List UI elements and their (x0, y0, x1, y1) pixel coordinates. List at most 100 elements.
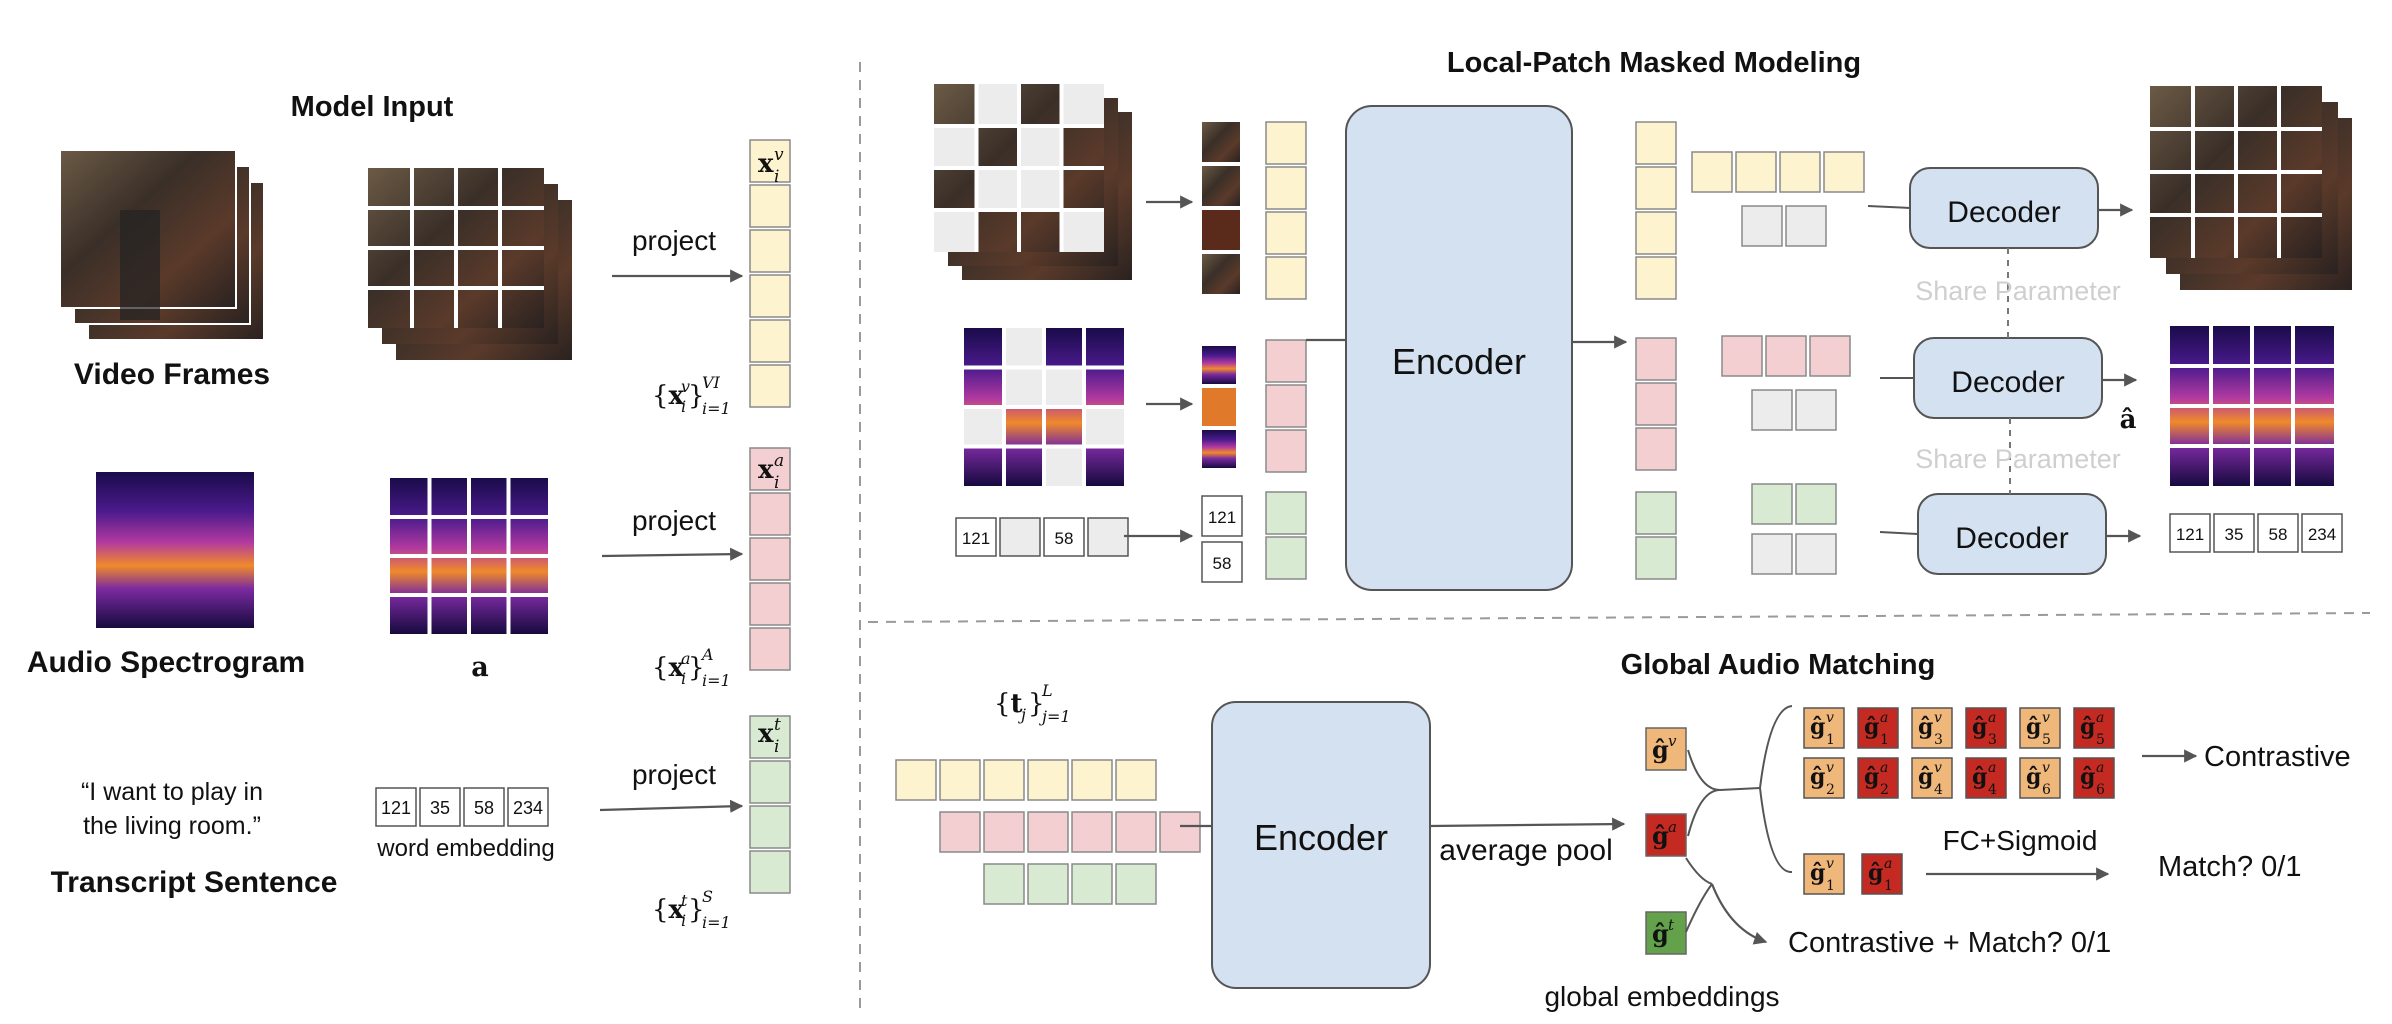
encoder-input-columns (1265, 121, 1307, 580)
enc-in-video-3 (1265, 211, 1307, 255)
global-video-token-3 (983, 759, 1025, 801)
text-token-2 (749, 760, 791, 804)
enc-out-text-1 (1635, 491, 1677, 535)
svg-text:ĝ: ĝ (1918, 764, 1933, 790)
decoder-audio: Decoder (1913, 337, 2103, 419)
audio-spectrogram-label: Audio Spectrogram (27, 646, 305, 679)
svg-text:i: i (681, 397, 686, 416)
svg-text:i=1: i=1 (702, 399, 731, 418)
svg-text:ĝ: ĝ (1972, 764, 1987, 790)
svg-text:i: i (681, 911, 686, 930)
enc-in-video-2 (1265, 166, 1307, 210)
svg-text:t: t (774, 715, 781, 735)
transcript-quote-line1: “I want to play in (81, 778, 263, 806)
svg-text:v: v (1934, 760, 1942, 776)
svg-text:VI: VI (702, 373, 721, 392)
svg-text:121: 121 (962, 529, 990, 548)
global-text-token-1 (983, 863, 1025, 905)
enc-in-audio-1 (1265, 339, 1307, 383)
svg-text:L: L (1041, 681, 1053, 700)
svg-text:ĝ: ĝ (2026, 764, 2041, 790)
svg-text:a: a (1884, 856, 1892, 872)
global-video-token-1 (895, 759, 937, 801)
average-pool-label: average pool (1439, 834, 1612, 867)
bracket-at (1685, 857, 1713, 933)
svg-text:a: a (1988, 760, 1996, 776)
enc-in-text-2 (1265, 536, 1307, 580)
svg-text:121: 121 (381, 798, 411, 818)
svg-text:4: 4 (1934, 782, 1943, 798)
audio-token-1 (749, 447, 791, 491)
word-token-1: 121 (375, 787, 417, 827)
svg-text:ĝ: ĝ (1864, 714, 1879, 740)
global-audio-token-6 (1159, 811, 1201, 853)
svg-text:5: 5 (2042, 732, 2051, 748)
video-token-header: x v i (758, 145, 784, 187)
svg-text:ĝ: ĝ (1652, 735, 1669, 764)
decoder-video: Decoder (1909, 167, 2099, 249)
svg-text:a: a (681, 649, 691, 668)
svg-text:v: v (1826, 856, 1834, 872)
global-token-set-label: {t j } L j=1 (994, 681, 1071, 726)
contrastive-match-label: Contrastive + Match? 0/1 (1788, 927, 2111, 959)
svg-text:234: 234 (2308, 525, 2336, 544)
text-token-3 (749, 805, 791, 849)
global-video-token-6 (1115, 759, 1157, 801)
recon-text-token-4: 234 (2301, 513, 2343, 553)
svg-text:t: t (1668, 916, 1675, 934)
svg-text:58: 58 (1055, 529, 1074, 548)
model-input-title: Model Input (291, 91, 454, 123)
video-frames-image (59, 149, 265, 341)
svg-text:{x: {x (652, 381, 685, 411)
svg-text:i=1: i=1 (702, 671, 731, 690)
audio-patch-grid-lines (390, 478, 548, 634)
svg-text:35: 35 (430, 798, 450, 818)
recon-text-token-1: 121 (2169, 513, 2211, 553)
svg-text:58: 58 (2269, 525, 2288, 544)
contrastive-label: Contrastive (2204, 741, 2351, 773)
video-patches-image (368, 168, 572, 360)
recon-text-token-2: 35 (2213, 513, 2255, 553)
svg-text:6: 6 (2042, 782, 2051, 798)
decoder-text: Decoder (1917, 493, 2107, 575)
enc-in-video-1 (1265, 121, 1307, 165)
recon-text-token-3: 58 (2257, 513, 2299, 553)
reconstructed-video-grid (2150, 86, 2322, 258)
svg-text:i: i (774, 473, 779, 493)
masked-text-token-3: 58 (1043, 517, 1085, 557)
svg-text:i: i (774, 737, 779, 757)
word-token-4: 234 (507, 787, 549, 827)
svg-text:2: 2 (1880, 782, 1889, 798)
svg-text:v: v (2042, 760, 2050, 776)
svg-text:S: S (702, 887, 713, 906)
audio-token-header: x a i (758, 451, 784, 493)
svg-text:1: 1 (1884, 878, 1893, 894)
svg-text:1: 1 (1826, 878, 1835, 894)
svg-text:x: x (758, 455, 774, 485)
audio-token-3 (749, 537, 791, 581)
encoder-output-columns (1635, 121, 1677, 580)
svg-text:a: a (2096, 710, 2104, 726)
video-token-4 (749, 274, 791, 318)
visible-audio-patches (1202, 346, 1236, 468)
audio-project-arrow (601, 547, 744, 561)
masked-audio-grid (964, 328, 1124, 486)
svg-text:v: v (681, 377, 690, 396)
text-token-1 (749, 715, 791, 759)
g-audio-embedding: ĝ a (1645, 813, 1687, 857)
svg-text:j: j (1018, 705, 1026, 724)
global-token-rows (895, 759, 1201, 905)
global-matching-title: Global Audio Matching (1621, 649, 1936, 681)
dec-text-visible-1 (1751, 483, 1793, 525)
local-encoder-box (1345, 105, 1573, 591)
text-token-4 (749, 850, 791, 894)
svg-text:{x: {x (652, 895, 685, 925)
